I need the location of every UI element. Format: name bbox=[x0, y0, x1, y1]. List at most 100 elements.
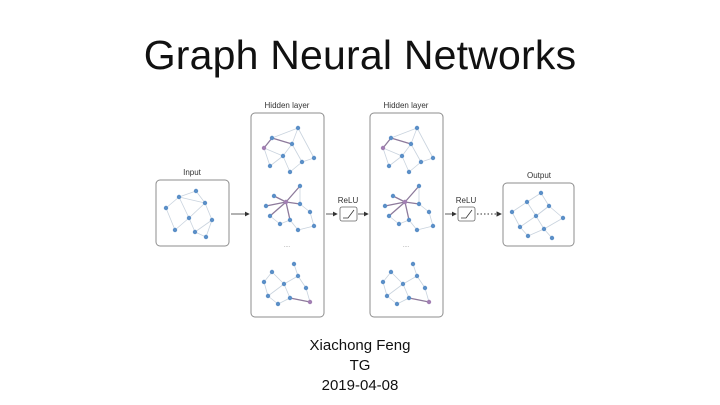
highlighted-edge bbox=[271, 137, 293, 145]
graph-edge bbox=[178, 196, 190, 219]
graph-node bbox=[280, 153, 286, 159]
presentation-date: 2019-04-08 bbox=[321, 377, 399, 394]
graph-node bbox=[386, 213, 392, 219]
graph-node bbox=[176, 194, 182, 200]
graph-edge bbox=[424, 287, 430, 303]
graph-edge bbox=[271, 271, 285, 285]
credits-block: Xiachong Feng TG 2019-04-08 bbox=[0, 336, 720, 396]
graph-edge bbox=[543, 217, 564, 230]
graph-node bbox=[399, 153, 405, 159]
graph-node bbox=[384, 293, 390, 299]
graph-edge bbox=[401, 155, 410, 173]
highlighted-edge bbox=[269, 201, 287, 217]
highlighted-edge bbox=[404, 185, 420, 203]
graph-node bbox=[269, 269, 275, 275]
graph-edge bbox=[165, 207, 176, 231]
graph-edge bbox=[165, 196, 180, 209]
graph-node bbox=[524, 199, 530, 205]
graph-edge bbox=[511, 201, 528, 213]
graph-node bbox=[406, 295, 412, 301]
graph-node bbox=[525, 233, 531, 239]
ellipsis-2: .... bbox=[403, 243, 410, 249]
graph-edge bbox=[511, 211, 521, 228]
graph-edge bbox=[291, 143, 303, 163]
graph-node bbox=[297, 201, 303, 207]
graph-node bbox=[418, 159, 424, 165]
graph-node bbox=[269, 135, 275, 141]
graph-node bbox=[533, 213, 539, 219]
graph-edge bbox=[519, 215, 537, 228]
graph-edge bbox=[428, 211, 434, 227]
graph-node bbox=[394, 301, 400, 307]
graph-node bbox=[414, 125, 420, 131]
graph-node bbox=[541, 226, 547, 232]
relu-box-1 bbox=[339, 206, 358, 222]
graph-edge bbox=[396, 297, 410, 305]
graph-node bbox=[402, 199, 408, 205]
highlighted-edge bbox=[285, 201, 291, 221]
graph-edge bbox=[410, 143, 422, 163]
graph-edge bbox=[382, 147, 390, 167]
graph-node bbox=[295, 273, 301, 279]
graph-edge bbox=[526, 192, 542, 203]
graph-edge bbox=[178, 196, 206, 204]
graph-edge bbox=[297, 127, 315, 159]
graph-node bbox=[388, 135, 394, 141]
graph-node bbox=[390, 193, 396, 199]
graph-edge bbox=[410, 127, 418, 145]
graph-edge bbox=[416, 225, 434, 231]
graph-node bbox=[416, 201, 422, 207]
graph-node bbox=[400, 281, 406, 287]
ellipsis-1: .... bbox=[284, 243, 291, 249]
graph-node bbox=[289, 141, 295, 147]
graph-node bbox=[408, 141, 414, 147]
graph-edge bbox=[390, 271, 404, 285]
graph-edge bbox=[382, 281, 388, 297]
relu-label-2: ReLU bbox=[456, 196, 477, 205]
graph-edge bbox=[297, 275, 307, 289]
graph-node bbox=[271, 193, 277, 199]
graph-node bbox=[303, 285, 309, 291]
graph-node bbox=[406, 217, 412, 223]
highlighted-edge bbox=[392, 195, 406, 203]
graph-node bbox=[261, 279, 267, 285]
graph-edge bbox=[205, 219, 213, 238]
graph-node bbox=[202, 200, 208, 206]
graph-node bbox=[186, 215, 192, 221]
graph-node bbox=[209, 217, 215, 223]
graph-edge bbox=[204, 202, 213, 221]
graph-node bbox=[430, 223, 436, 229]
input-graph bbox=[163, 188, 215, 240]
graph-node bbox=[299, 159, 305, 165]
hidden-layer-label-1: Hidden layer bbox=[265, 101, 310, 110]
graph-edge bbox=[527, 228, 545, 237]
graph-edge bbox=[386, 283, 404, 297]
graph-edge bbox=[277, 297, 291, 305]
graph-edge bbox=[267, 283, 285, 297]
highlighted-edge bbox=[388, 201, 406, 217]
graph-node bbox=[203, 234, 209, 240]
graph-edge bbox=[283, 283, 291, 299]
graph-edge bbox=[402, 275, 418, 285]
graph-edge bbox=[194, 219, 213, 233]
hidden-layer-box-2 bbox=[369, 112, 444, 318]
graph-node bbox=[287, 295, 293, 301]
graph-edge bbox=[188, 217, 196, 233]
graph-node bbox=[275, 301, 281, 307]
highlighted-edge bbox=[384, 201, 406, 207]
graph-node bbox=[430, 155, 436, 161]
highlighted-edge bbox=[285, 201, 301, 205]
graph-node bbox=[307, 209, 313, 215]
relu-curve-icon-1 bbox=[343, 209, 355, 219]
graph-edge bbox=[535, 205, 550, 217]
graph-edge bbox=[526, 201, 537, 217]
graph-edge bbox=[269, 155, 284, 167]
graph-edge bbox=[174, 217, 190, 231]
graph-edge bbox=[548, 205, 564, 219]
graph-node bbox=[426, 209, 432, 215]
graph-node bbox=[426, 299, 432, 305]
relu-curve-icon-2 bbox=[461, 209, 473, 219]
graph-node bbox=[509, 209, 515, 215]
graph-node bbox=[380, 279, 386, 285]
graph-node bbox=[267, 213, 273, 219]
